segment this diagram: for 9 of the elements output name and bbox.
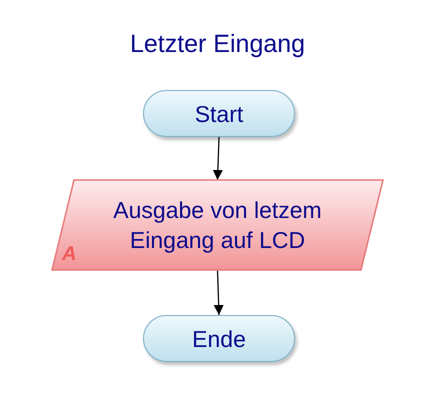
terminal-box: [143, 315, 295, 362]
arrow: [214, 270, 224, 316]
node-text: Ausgabe von letzem Eingang auf LCD: [112, 196, 323, 255]
diagram-title: Letzter Eingang: [128, 30, 306, 59]
arrow: [212, 136, 223, 180]
corner-mark: A: [62, 243, 76, 266]
node-text: Start: [194, 100, 244, 128]
terminal-box: [143, 90, 295, 137]
node-text: Ende: [192, 324, 246, 354]
